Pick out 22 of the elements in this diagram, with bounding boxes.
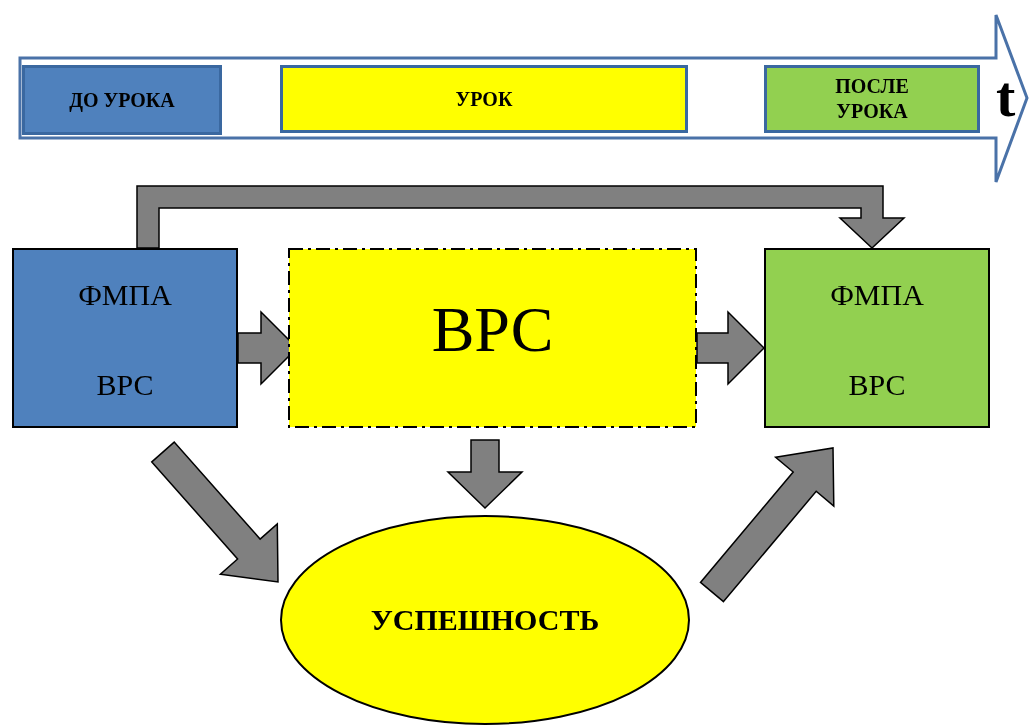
- box-text: ВРС: [847, 370, 907, 400]
- block-arrow: [696, 310, 766, 386]
- time-axis-label: t: [996, 68, 1016, 126]
- block-arrow: [446, 439, 524, 510]
- box-text: ВРС: [95, 370, 155, 400]
- box-heading: ФМПА: [829, 280, 925, 310]
- process-box: [12, 248, 238, 428]
- ellipse-label: УСПЕШНОСТЬ: [369, 605, 601, 635]
- phase-box: [22, 65, 222, 135]
- phase-label: ПОСЛЕ УРОКА: [834, 74, 910, 124]
- process-box: [764, 248, 990, 428]
- block-arrow: [150, 441, 279, 583]
- box-title: ВРС: [430, 298, 555, 362]
- phase-box: [764, 65, 980, 133]
- block-arrow: [699, 447, 835, 603]
- box-heading: ФМПА: [77, 280, 173, 310]
- phase-box: [280, 65, 688, 133]
- process-box: [288, 248, 697, 428]
- block-arrow: [136, 185, 906, 250]
- phase-label: УРОК: [454, 86, 514, 112]
- phase-label: ДО УРОКА: [68, 87, 176, 113]
- result-ellipse: [280, 515, 690, 725]
